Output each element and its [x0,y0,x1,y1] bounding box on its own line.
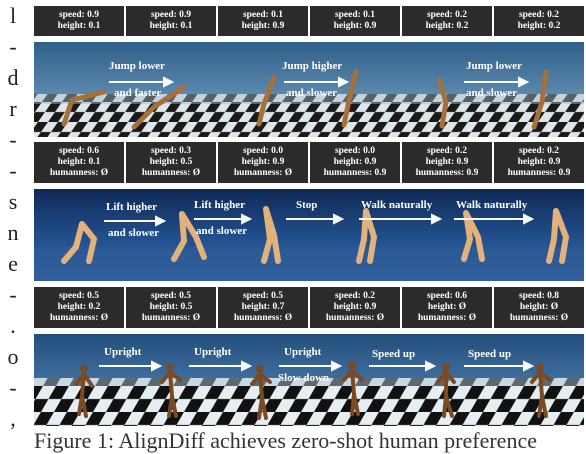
margin-char: - [9,375,17,400]
scene-walker: Lift higher and slower Lift higher and s… [34,189,584,281]
margin-char: s [8,189,18,214]
arrow-label: Walk naturally [456,199,528,211]
arrow-label: Upright [194,346,232,358]
margin-char: l [9,3,17,28]
arrow-label: Lift higher [194,199,246,211]
walker-scene-image [34,189,584,281]
margin-char: - [9,282,17,307]
scene-hopper: Jump lower and faster Jump higher and sl… [34,42,584,137]
arrow-label: Upright [284,346,322,358]
scene-humanoid: Upright Upright Upright Slow down Speed … [34,334,584,426]
arrow-label: Lift higher [106,201,158,213]
arrows-layer [99,360,535,372]
arrow-label: and slower [286,87,338,99]
humanoid-scene-image [34,334,584,426]
margin-char: d [7,65,19,90]
arrow-label: Walk naturally [361,199,433,211]
margin-char: , [10,406,16,431]
arrow-label: Jump lower [466,60,522,72]
arrow-label: Slow down [278,372,330,384]
arrow-label: Jump higher [282,60,343,72]
arrow-label: and faster [114,87,162,99]
margin-char: . [10,313,16,338]
arrow-label: and slower [196,225,248,237]
margin-char: - [9,34,17,59]
arrows-layer [109,76,530,88]
arrows-layer [104,213,535,227]
hopper-scene-image [34,42,584,137]
margin-char: n [7,220,19,245]
arrow-label: and slower [466,87,518,99]
margin-char: r [9,96,17,121]
margin-char: - [9,127,17,152]
arrow-label: and slower [108,227,160,239]
arrow-label: Upright [104,346,142,358]
arrow-label: Speed up [468,348,512,360]
arrow-label: Jump lower [109,60,165,72]
margin-char: - [9,158,17,183]
margin-char: e [8,251,18,276]
arrow-label: Stop [296,199,318,211]
figure-caption: Figure 1: AlignDiff achieves zero-shot h… [34,428,537,453]
left-margin-text: l - d r - - s n e - . o - , [0,0,26,454]
arrow-label: Speed up [372,348,416,360]
margin-char: o [7,344,19,369]
